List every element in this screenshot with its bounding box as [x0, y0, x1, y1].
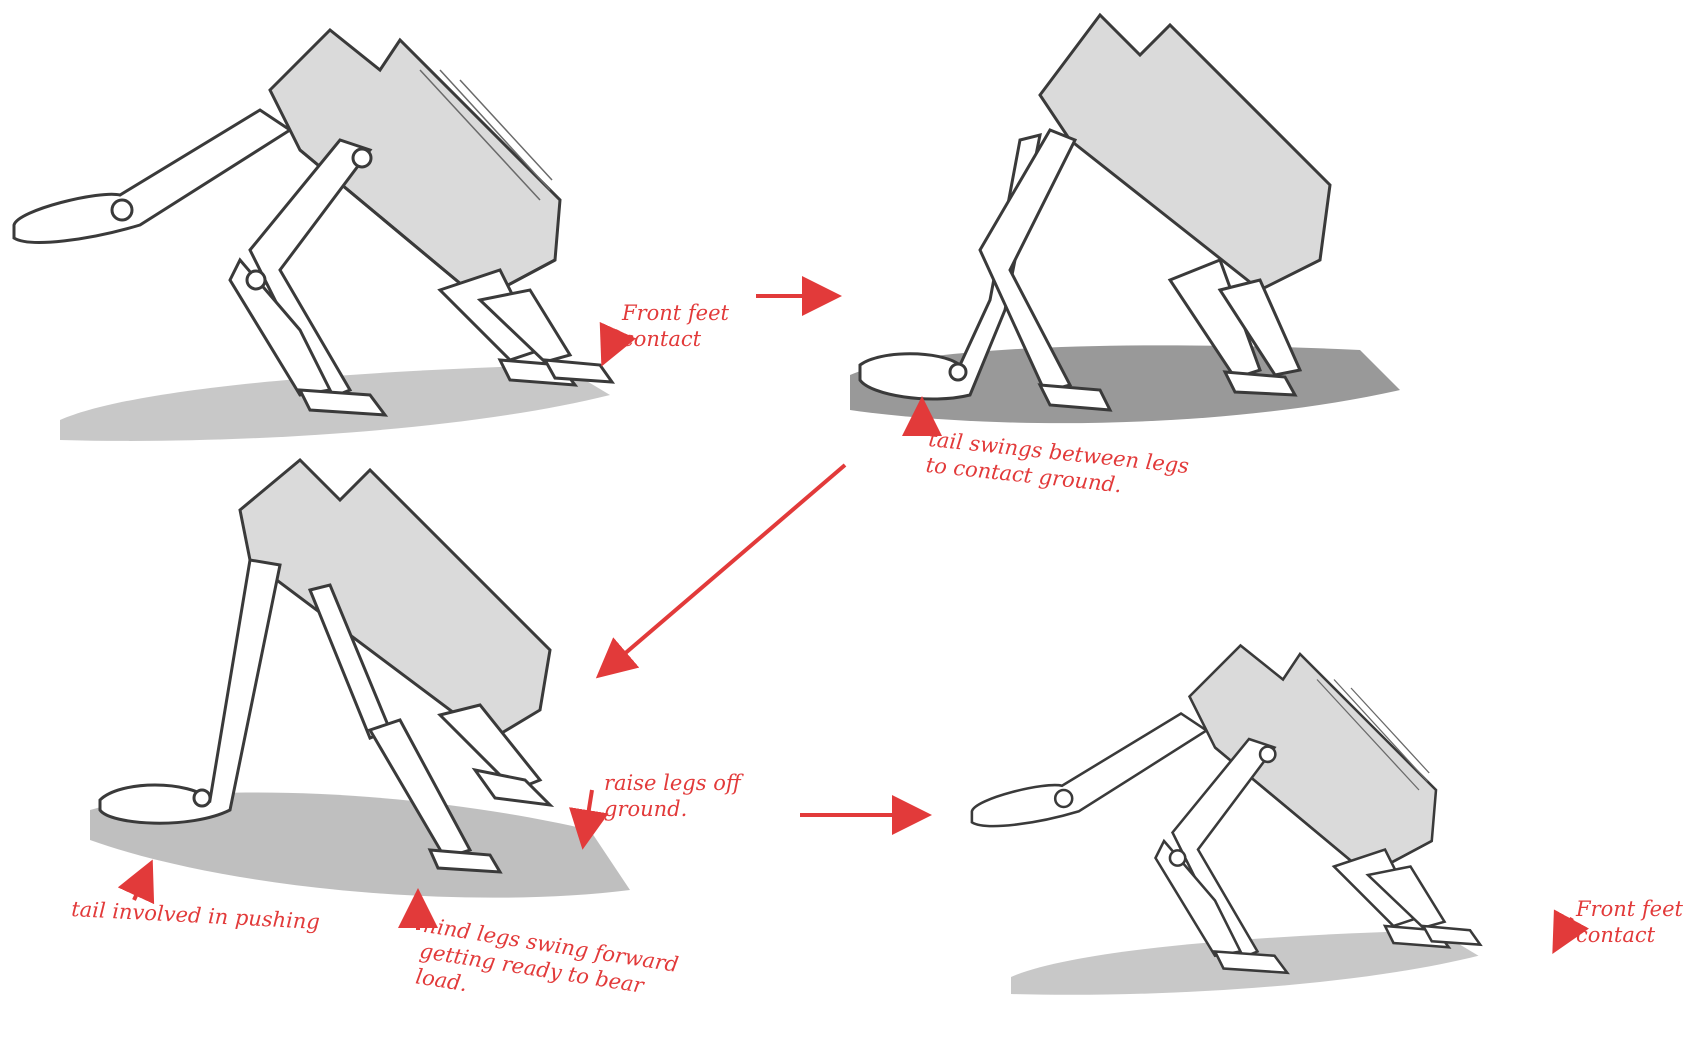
- robot-sketch-frame-3: [90, 457, 630, 898]
- robot-sketch-frame-2: [850, 12, 1400, 424]
- raise-legs-note: raise legs off ground.: [604, 771, 741, 821]
- front-feet-contact-note-2: Front feet contact: [1576, 897, 1683, 947]
- robot-sketch-frame-4: [970, 644, 1482, 997]
- robot-sketch-frame-1: [12, 28, 614, 443]
- sequence-arrows: [117, 276, 1590, 955]
- arrow-frame2-to-frame3: [595, 463, 847, 679]
- front-feet-contact-note-1: Front feet contact: [622, 301, 729, 351]
